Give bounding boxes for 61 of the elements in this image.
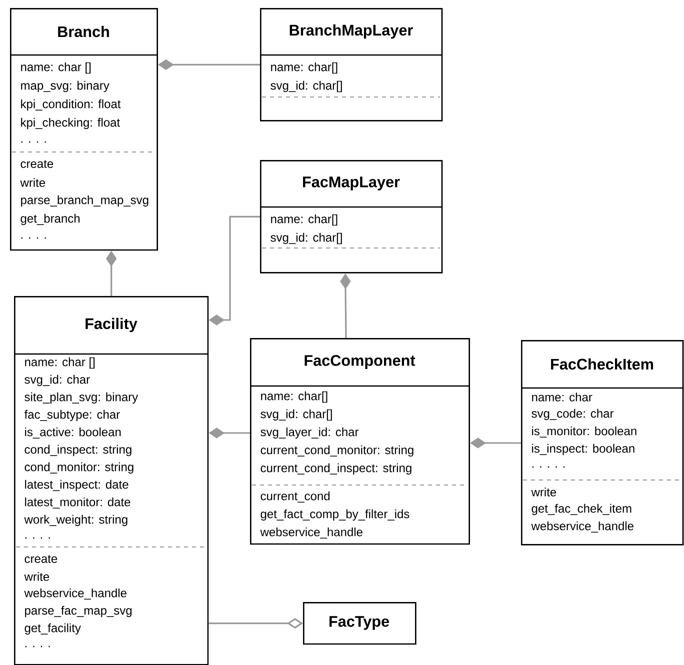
- attribute-text: current_cond_inspect: string: [260, 463, 412, 475]
- attribute-text: is_inspect: boolean: [532, 444, 634, 456]
- method-text: webservice_handle: [24, 588, 126, 600]
- attribute-text: kpi_checking: float: [21, 118, 120, 130]
- method-text: get_branch: [20, 214, 80, 226]
- attribute-text: site_plan_svg: binary: [24, 392, 138, 404]
- class-box: [14, 296, 209, 665]
- class-box: [521, 340, 684, 546]
- class-box: [303, 602, 416, 645]
- attribute-text: . . . .: [21, 141, 46, 143]
- class-name: FacComponent: [304, 355, 416, 369]
- method-text: get_fact_comp_by_filter_ids: [260, 509, 410, 521]
- class-box: [260, 160, 443, 274]
- attribute-text: latest_inspect: date: [25, 480, 128, 492]
- method-text: get_facility: [24, 623, 81, 635]
- attribute-text: name: char[]: [261, 391, 328, 403]
- method-text: get_fac_chek_item: [532, 504, 632, 516]
- attribute-text: latest_monitor: date: [25, 497, 130, 509]
- attribute-text: svg_id: char: [24, 374, 90, 386]
- attribute-text: name: char []: [25, 357, 95, 369]
- class-name: FacMapLayer: [303, 176, 400, 190]
- attribute-text: svg_code: char: [532, 408, 614, 420]
- attribute-text: svg_id: char[]: [270, 232, 342, 244]
- attribute-text: current_cond_monitor: string: [260, 445, 414, 457]
- attribute-text: map_svg: binary: [21, 80, 110, 92]
- method-text: write: [24, 572, 50, 581]
- attribute-text: name: char[]: [271, 62, 338, 74]
- attribute-text: work_weight: string: [24, 514, 128, 526]
- attribute-text: cond_monitor: string: [24, 462, 134, 474]
- method-text: create: [24, 555, 58, 563]
- method-text: webservice_handle: [260, 527, 362, 539]
- attribute-text: name: char: [532, 392, 592, 402]
- attribute-text: svg_id: char[]: [270, 80, 342, 92]
- method-text: write: [531, 488, 556, 496]
- class-box: [10, 8, 158, 251]
- attribute-text: name: char[]: [271, 214, 338, 226]
- method-text: create: [20, 160, 54, 168]
- attribute-text: svg_layer_id: char: [260, 427, 359, 439]
- method-text: parse_branch_map_svg: [21, 195, 148, 207]
- class-box: [260, 8, 443, 122]
- class-name: Facility: [86, 318, 138, 332]
- attribute-text: svg_id: char[]: [260, 409, 332, 421]
- attribute-text: is_monitor: boolean: [532, 426, 636, 438]
- method-text: . . . .: [21, 237, 46, 239]
- method-text: parse_fac_map_svg: [25, 606, 132, 618]
- class-box: [250, 338, 470, 545]
- class-name: FacCheckItem: [551, 358, 654, 370]
- attribute-text: . . . .: [25, 537, 50, 539]
- attribute-text: is_active: boolean: [25, 427, 121, 439]
- class-name: BranchMapLayer: [290, 24, 413, 39]
- method-text: write: [20, 178, 46, 187]
- class-name: FacType: [330, 616, 390, 630]
- method-text: . . . .: [25, 646, 50, 648]
- attribute-text: name: char []: [21, 62, 91, 74]
- class-name: Branch: [58, 26, 109, 38]
- attribute-text: kpi_condition: float: [21, 99, 121, 111]
- method-text: current_cond: [260, 491, 330, 503]
- method-text: webservice_handle: [531, 521, 634, 533]
- attribute-text: . . . . .: [532, 466, 565, 468]
- attribute-text: cond_inspect: string: [24, 444, 132, 456]
- attribute-text: fac_subtype: char: [24, 410, 120, 422]
